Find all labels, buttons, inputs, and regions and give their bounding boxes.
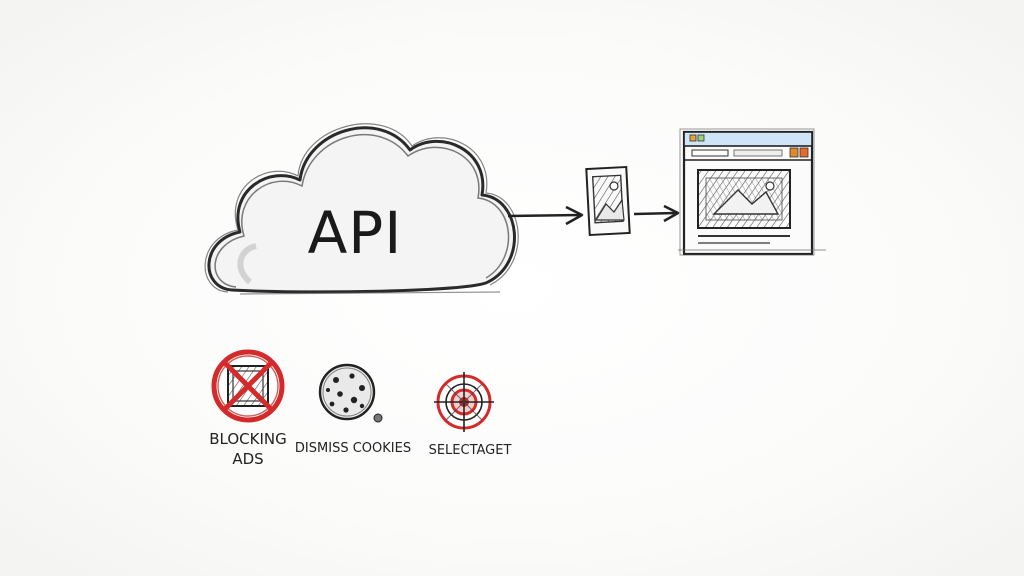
image-card-icon [585,165,631,237]
feature-dismiss-cookies: DISMISS COOKIES [295,363,411,456]
feature-label-ads: ADS [232,450,263,468]
feature-label-dismiss-cookies: DISMISS COOKIES [295,441,411,456]
feature-blocking-ads: BLOCKING ADS [209,349,287,468]
arrow-cloud-to-image [507,205,584,226]
feature-label-blocking: BLOCKING [209,430,287,448]
feature-label-select-target: SELECTAGET [429,443,512,458]
arrow-image-to-browser [633,204,680,223]
no-ads-icon [211,349,285,423]
cookie-icon [318,363,383,423]
browser-window-icon [678,128,826,256]
feature-select-target: SELECTAGET [429,372,512,458]
cloud-label: API [308,199,403,267]
target-icon [434,372,494,432]
api-cloud: API [204,123,519,295]
